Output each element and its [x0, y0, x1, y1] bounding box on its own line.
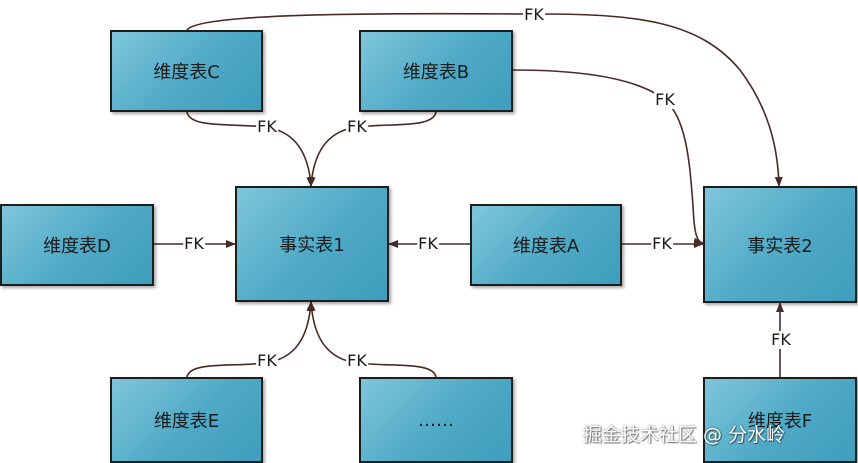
edge-label-fk: FK — [523, 5, 545, 24]
edge-label-fk: FK — [651, 234, 673, 253]
fact-table-1: 事实表1 — [235, 186, 389, 302]
dimension-table-a: 维度表A — [470, 204, 622, 286]
edge-b-to-fact2 — [512, 69, 704, 246]
fact-table-2: 事实表2 — [703, 186, 857, 303]
edge-c-to-fact1 — [186, 111, 315, 187]
edge-c-to-fact2 — [186, 12, 783, 187]
edge-label-fk: FK — [183, 234, 205, 253]
watermark: 掘金技术社区 @ 分水岭 — [583, 424, 786, 446]
edge-label-fk: FK — [654, 90, 676, 109]
dimension-table-d: 维度表D — [0, 204, 154, 286]
edge-label-fk: FK — [770, 330, 792, 349]
edge-label-fk: FK — [256, 117, 278, 136]
edge-more-to-fact1 — [307, 301, 437, 378]
dimension-table-more: …… — [359, 377, 513, 463]
edge-label-fk: FK — [346, 117, 368, 136]
edge-b-to-fact1 — [307, 111, 437, 187]
edge-e-to-fact1 — [186, 301, 315, 378]
edge-label-fk: FK — [256, 351, 278, 370]
dimension-table-c: 维度表C — [110, 30, 263, 112]
edge-label-fk: FK — [417, 234, 439, 253]
dimension-table-b: 维度表B — [359, 30, 513, 112]
dimension-table-e: 维度表E — [110, 377, 263, 463]
dimension-table-f: 维度表F — [703, 377, 857, 463]
edge-label-fk: FK — [346, 351, 368, 370]
